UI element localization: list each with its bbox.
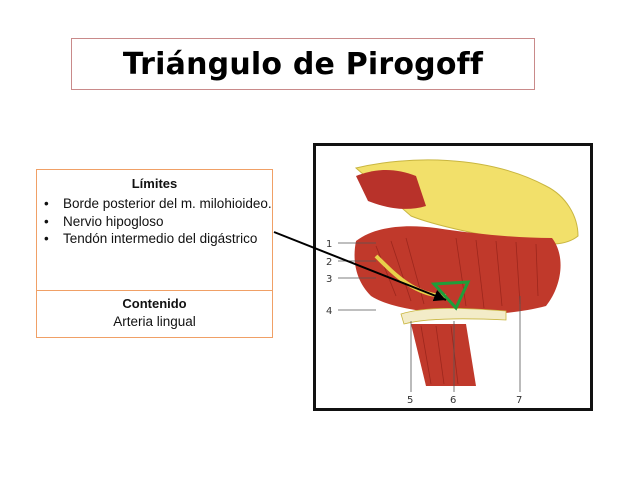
title-box: Triángulo de Pirogoff (71, 38, 535, 90)
slide-title: Triángulo de Pirogoff (122, 46, 484, 82)
bottom-leader-lines (410, 296, 521, 392)
hyoid-shape (400, 307, 507, 325)
anatomy-illustration: 1 2 3 4 5 6 7 (326, 159, 579, 406)
figure-label: 2 (326, 257, 332, 268)
content-heading: Contenido (122, 296, 187, 311)
limits-list: Borde posterior del m. milohioideo. Nerv… (37, 195, 272, 248)
content-item: Arteria lingual (113, 314, 196, 329)
figure-label: 5 (407, 395, 413, 406)
figure-label: 6 (450, 395, 456, 406)
figure-label: 1 (326, 239, 332, 250)
figure-label: 3 (326, 274, 332, 285)
figure-label: 7 (516, 395, 522, 406)
limits-item: Nervio hipogloso (44, 213, 272, 231)
limits-box: Límites Borde posterior del m. milohioid… (36, 169, 273, 291)
figure-label: 4 (326, 306, 332, 317)
limits-item: Tendón intermedio del digástrico (44, 230, 272, 248)
content-box: Contenido Arteria lingual (36, 290, 273, 338)
limits-heading: Límites (131, 176, 178, 191)
muscle-lower-striations (420, 325, 459, 385)
muscle-lower (411, 324, 476, 386)
muscle-upper (356, 170, 426, 209)
anatomy-figure: 1 2 3 4 5 6 7 (313, 143, 593, 411)
limits-item: Borde posterior del m. milohioideo. (44, 195, 272, 213)
